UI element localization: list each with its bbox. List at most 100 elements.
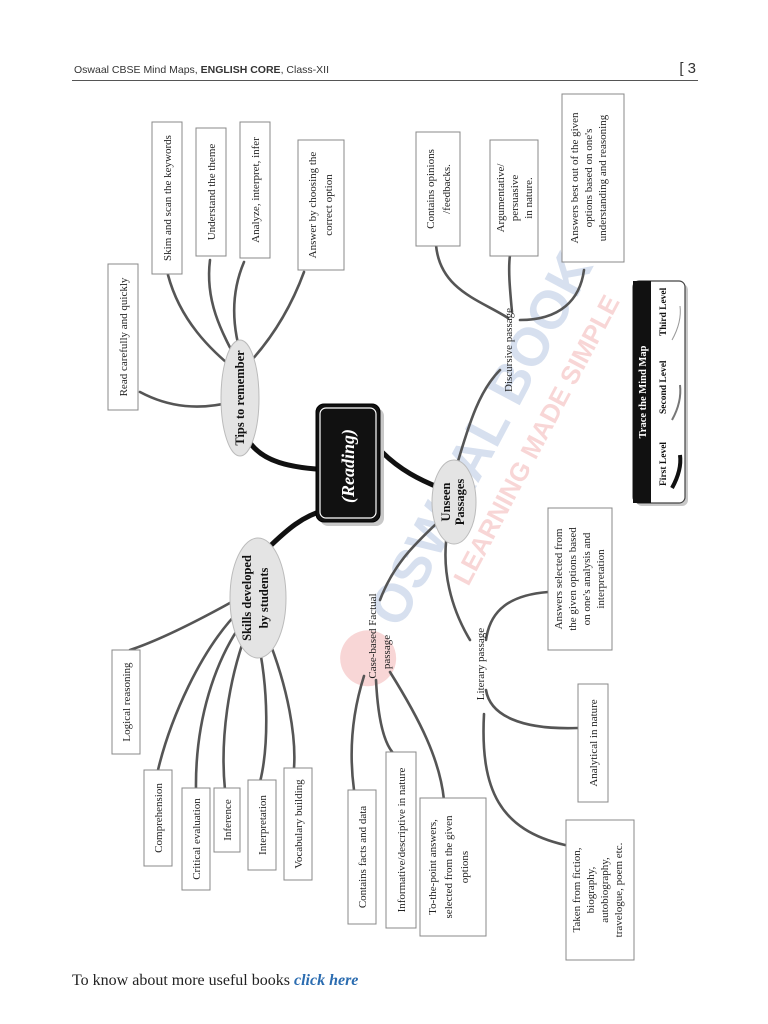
page-number: [ 3 (679, 60, 696, 77)
skills-item-box: Inference (213, 787, 241, 853)
connector (434, 243, 510, 320)
connector (507, 253, 514, 314)
literary-item-3-line2: biography, (585, 866, 597, 913)
skills-item-6: Vocabulary building (293, 779, 305, 869)
literary-item-2: Analytical in nature (588, 699, 600, 786)
center-label: (Reading) (338, 429, 359, 503)
connector (194, 618, 246, 792)
tips-item-box: Understand the theme (195, 127, 227, 257)
connector (388, 670, 446, 802)
connector (454, 368, 502, 470)
skills-item-1: Logical reasoning (121, 662, 133, 742)
skills-item-box: Logical reasoning (111, 649, 141, 755)
literary-item-box: Answers selected from the given options … (547, 507, 613, 651)
discursive-item-2-line3: in nature. (523, 177, 535, 219)
center-node: (Reading) (315, 403, 384, 526)
skills-item-box: Critical evaluation (181, 787, 211, 891)
skills-label: Skills developed (240, 555, 254, 641)
factual-label-line2: passage (381, 635, 393, 669)
watermark-logo-icon (340, 630, 397, 687)
skills-label-line2: by students (257, 567, 271, 628)
discursive-item-3: Answers best out of the given (569, 112, 581, 244)
discursive-item-box: Contains opinions /feedbacks. (415, 131, 461, 247)
skills-item-2: Comprehension (153, 783, 165, 853)
connector (138, 390, 234, 408)
tips-item-box: Answer by choosing the correct option (297, 139, 345, 271)
factual-item-box: To-the-point answers, selected from the … (419, 797, 487, 937)
literary-item-1-line2: the given options based (567, 527, 579, 631)
connector (484, 688, 580, 730)
factual-item-1: Contains facts and data (357, 806, 369, 908)
discursive-item-3-line2: options based on one's (583, 129, 595, 228)
discursive-item-1-line2: /feedbacks. (441, 164, 453, 214)
skills-label: Skills developed (240, 555, 254, 641)
connector (482, 712, 567, 847)
skills-item-box: Interpretation (247, 779, 277, 871)
footer-text: To know about more useful books (72, 972, 294, 989)
tips-item-3: Understand the theme (206, 144, 218, 241)
connector (484, 590, 550, 642)
factual-item-2: Informative/descriptive in nature (396, 767, 408, 912)
legend-first-level-line (670, 454, 683, 489)
literary-item-1-line3: on one's analysis and (581, 532, 593, 625)
tips-item-box: Analyze, interpret, infer (239, 121, 271, 259)
page-header: Oswaal CBSE Mind Maps, ENGLISH CORE, Cla… (72, 60, 698, 81)
discursive-item-3-line3: understanding and reasoning (597, 114, 609, 241)
legend-third-level-line (671, 305, 681, 341)
connector (248, 270, 306, 364)
factual-item-box: Informative/descriptive in nature (385, 751, 417, 929)
discursive-item-box: Argumentative/ persuasive in nature. (489, 139, 539, 257)
discursive-item-box: Answers best out of the given options ba… (561, 93, 625, 263)
tips-item-1: Read carefully and quickly (118, 277, 130, 396)
legend-second-level: Second Level (659, 360, 669, 414)
legend-second-level-line (671, 384, 682, 421)
literary-item-box: Analytical in nature (577, 683, 609, 803)
skills-item-5: Interpretation (257, 795, 269, 855)
legend-first-level: First Level (659, 442, 669, 486)
skills-item-3: Critical evaluation (191, 798, 203, 880)
factual-item-3: To-the-point answers, (427, 819, 439, 915)
literary-item-3-line4: travelogue, poem etc. (613, 842, 625, 937)
discursive-item-2-line2: persuasive (509, 175, 521, 222)
connector (374, 678, 397, 757)
connector (156, 608, 242, 772)
header-title: Oswaal CBSE Mind Maps, ENGLISH CORE, Cla… (74, 64, 330, 76)
tips-label: Tips to remember (233, 350, 247, 446)
connector (222, 626, 250, 792)
unseen-node: Unseen Passages (431, 459, 477, 545)
tips-node: Tips to remember (220, 339, 260, 457)
tips-item-5: Answer by choosing the (307, 152, 319, 259)
discursive-item-2: Argumentative/ (495, 163, 507, 233)
unseen-label-line2: Passages (453, 479, 467, 526)
literary-item-box: Taken from fiction, biography, autobiogr… (565, 819, 635, 961)
discursive-item-1: Contains opinions (425, 149, 437, 229)
factual-item-3-line3: options (459, 851, 471, 883)
tips-item-5-line2: correct option (323, 174, 335, 236)
skills-item-box: Vocabulary building (283, 767, 313, 881)
literary-item-1-line4: interpretation (595, 549, 607, 609)
legend-title: Trace the Mind Map (638, 345, 649, 438)
connector (350, 674, 366, 792)
connector (518, 268, 586, 322)
connector (378, 518, 442, 602)
skills-item-4: Inference (222, 799, 234, 841)
legend: Trace the Mind Map First Level Second Le… (632, 280, 688, 506)
footer: To know about more useful books click he… (72, 972, 358, 990)
legend-third-level: Third Level (659, 287, 669, 336)
literary-item-3: Taken from fiction, (571, 847, 583, 932)
unseen-label: Unseen (439, 483, 453, 522)
literary-item-1: Answers selected from (553, 528, 565, 629)
click-here-link[interactable]: click here (293, 972, 359, 989)
factual-item-3-line2: selected from the given (443, 815, 455, 918)
tips-item-box: Skim and scan the keywords (151, 121, 183, 275)
factual-item-box: Contains facts and data (347, 789, 377, 925)
skills-node: Skills developed by students (229, 537, 287, 659)
discursive-label: Discursive passage (503, 308, 515, 392)
skills-item-box: Comprehension (143, 769, 173, 867)
tips-item-2: Skim and scan the keywords (162, 135, 174, 261)
tips-item-4: Analyze, interpret, infer (250, 137, 262, 243)
literary-label: Literary passage (475, 628, 487, 700)
tips-item-box: Read carefully and quickly (107, 263, 139, 411)
legend-title-bar (633, 281, 651, 503)
